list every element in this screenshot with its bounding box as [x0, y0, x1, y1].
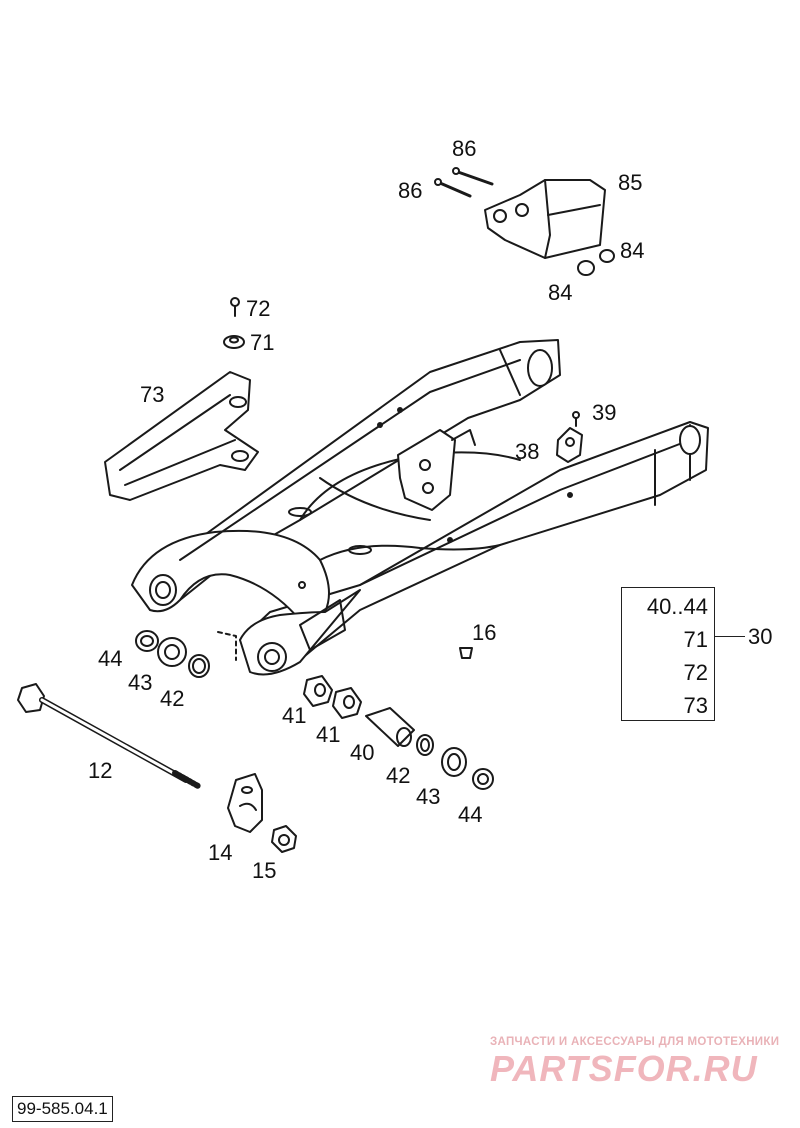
swingarm	[131, 339, 709, 676]
kit-line-72: 72	[683, 660, 708, 685]
kit-line-71: 71	[683, 627, 708, 652]
kit-line-73: 73	[683, 693, 708, 718]
callout-39: 39	[592, 400, 617, 425]
callout-44-left: 44	[98, 646, 123, 671]
callout-14: 14	[208, 840, 233, 865]
kit-contents-box: 40..44 71 72 73	[621, 587, 715, 721]
clamp-38	[556, 427, 583, 463]
drawing-number: 99-585.04.1	[12, 1096, 113, 1122]
screw-72	[230, 297, 240, 317]
kit-line-bearings: 40..44	[646, 594, 708, 619]
callout-15: 15	[252, 858, 277, 883]
washer-71	[223, 335, 245, 349]
callout-42-left: 42	[160, 686, 185, 711]
callout-41-upper: 41	[282, 703, 307, 728]
callout-71: 71	[250, 330, 275, 355]
pivot-bolt	[17, 683, 201, 789]
callout-38: 38	[515, 439, 540, 464]
watermark-logo: PARTSFOR.RU	[490, 1048, 758, 1089]
callout-16: 16	[472, 620, 497, 645]
screw-86	[434, 167, 494, 198]
nut-84	[577, 249, 615, 276]
watermark-caption: ЗАПЧАСТИ И АКСЕССУАРЫ ДЛЯ МОТОТЕХНИКИ	[490, 1036, 780, 1048]
callout-42-right: 42	[386, 763, 411, 788]
callout-40: 40	[350, 740, 375, 765]
callout-43-left: 43	[128, 670, 153, 695]
callout-12: 12	[88, 758, 113, 783]
callout-44-right: 44	[458, 802, 483, 827]
screw-39	[572, 411, 580, 427]
chain-slider	[104, 371, 259, 501]
callout-72: 72	[246, 296, 271, 321]
callout-85: 85	[618, 170, 643, 195]
plug-16	[459, 647, 473, 659]
callout-73: 73	[140, 382, 165, 407]
callout-43-right: 43	[416, 784, 441, 809]
callout-86-lower: 86	[398, 178, 423, 203]
bearing-set-left	[135, 630, 237, 678]
chain-adjuster	[227, 773, 263, 833]
callout-86-upper: 86	[452, 136, 477, 161]
callout-84-right: 84	[620, 238, 645, 263]
callout-41-lower: 41	[316, 722, 341, 747]
callout-84-lower: 84	[548, 280, 573, 305]
bearing-set-right	[303, 675, 494, 790]
chain-guide	[484, 179, 606, 259]
kit-connector-line	[715, 636, 745, 637]
nut-15	[271, 825, 297, 853]
callout-30: 30	[748, 624, 773, 649]
